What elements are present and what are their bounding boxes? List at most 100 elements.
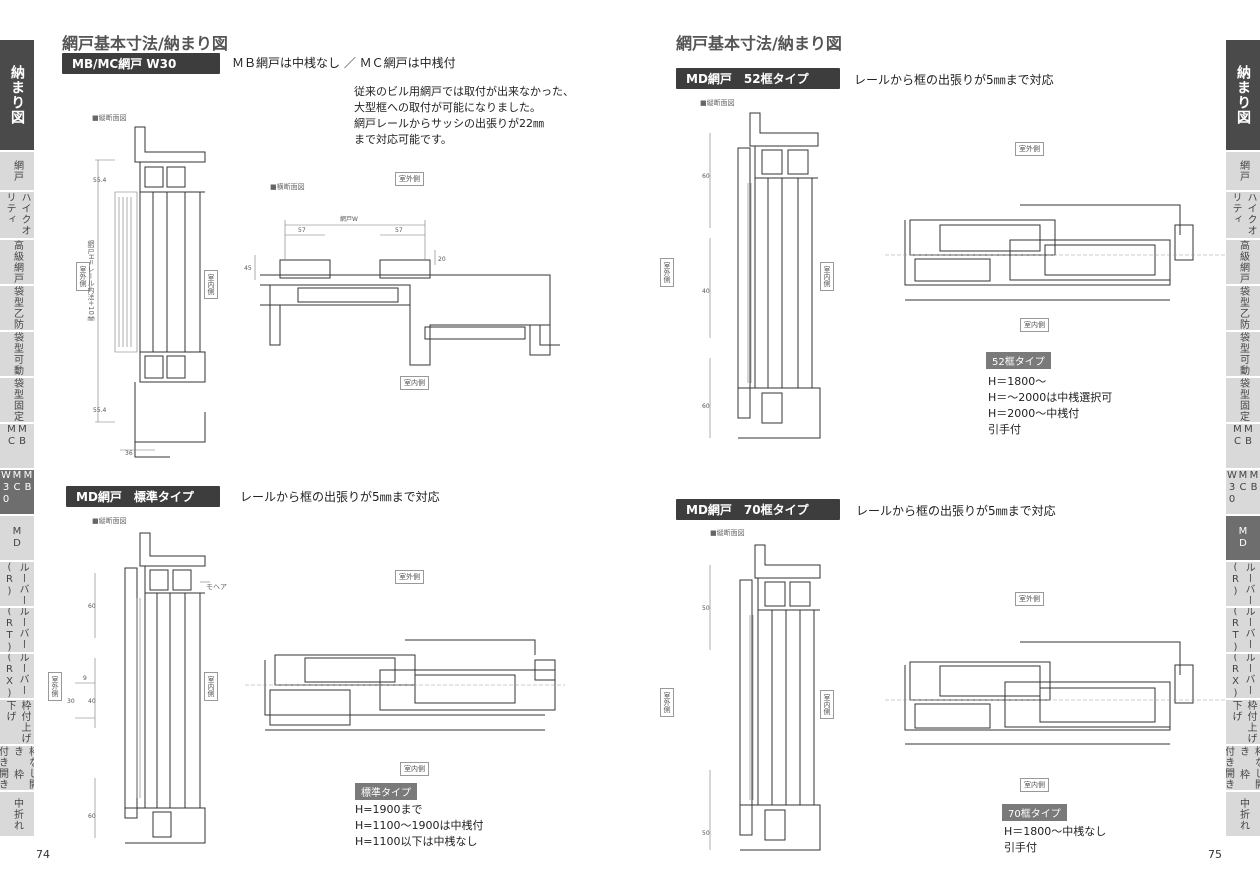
dim-text: 50 [702,605,710,612]
indoor-label: 室内側 [1020,778,1049,792]
spec-item: H＝1800～ [988,375,1047,388]
dim-text: 60 [702,173,710,180]
side-tab[interactable]: 枠付上げ下げ [1226,700,1260,746]
side-tab[interactable]: 納まり図 [1226,40,1260,152]
outdoor-label-vertical: 室外側 [660,688,674,717]
side-tab[interactable]: 袋型可動 [0,332,34,378]
section-note: ＭＢ網戸は中桟なし ／ ＭＣ網戸は中桟付 [232,56,456,70]
dim-text: 60 [88,603,96,610]
dim-text: 40 [88,698,96,705]
vertical-section-drawing-md-52: 60 40 60 [702,108,835,443]
vertical-section-label: ■縦断面図 [710,529,745,537]
side-tab[interactable]: ルーバー(R) [0,562,34,608]
horizontal-section-label: ■横断面図 [270,183,305,191]
spec-item: H=1100以下は中桟なし [355,835,478,848]
side-tab[interactable]: MD [0,516,34,562]
side-tab[interactable]: 枠付上げ下げ [0,700,34,746]
section-bar-md-standard: MD網戸 標準タイプ [66,486,220,507]
side-tab[interactable]: 袋型固定 [1226,378,1260,424]
side-tab[interactable]: 網戸 [1226,152,1260,192]
spec-list: H＝1800～ H＝～2000は中桟選択可 H＝2000～中桟付 引手付 [988,374,1112,438]
side-tab[interactable]: MB MC W30 [1226,470,1260,516]
dim-text: 20 [438,256,446,263]
side-tab[interactable]: 高級網戸 [1226,240,1260,286]
horizontal-section-drawing-md-52 [885,195,1230,305]
side-tab[interactable]: 高級網戸 [0,240,34,286]
spec-item: H=1100～1900は中桟付 [355,819,484,832]
side-tab[interactable]: 袋型可動 [1226,332,1260,378]
paragraph-line: 従来のビル用網戸では取付が出来なかった、 [354,85,574,98]
spec-item: H＝1800～中桟なし [1004,825,1107,838]
dim-text: 60 [88,813,96,820]
paragraph-line: 網戸レールからサッシの出張りが22㎜ [354,117,544,130]
section-note: レールから框の出張りが5㎜まで対応 [854,73,1054,87]
side-tab[interactable]: 袋型固定 [0,378,34,424]
side-tab[interactable]: 納まり図 [0,40,34,152]
indoor-label-vertical: 室内側 [820,262,834,291]
side-tab[interactable]: 袋型乙防 [1226,286,1260,332]
side-tab[interactable]: ルーバー(RT) [1226,608,1260,654]
outdoor-label: 室外側 [395,570,424,584]
side-tab[interactable]: 中折れ [0,792,34,838]
spec-item: H=1900まで [355,803,423,816]
paragraph-line: 大型框への取付が可能になりました。 [354,101,541,114]
indoor-label-vertical: 室内側 [204,270,218,299]
spec-item: H＝～2000は中桟選択可 [988,391,1113,404]
side-tab[interactable]: 網戸 [0,152,34,192]
section-note: レールから框の出張りが5㎜まで対応 [856,504,1056,518]
side-tab[interactable]: ハイクオリティ [1226,192,1260,240]
indoor-label: 室内側 [1020,318,1049,332]
vertical-section-drawing-md-standard: 60 40 60 30 9 [67,528,215,848]
vertical-section-drawing-md-70: 50 50 [702,540,835,855]
indoor-label-vertical: 室内側 [204,672,218,701]
vertical-section-label: ■縦断面図 [92,517,127,525]
side-tab[interactable]: 中折れ [1226,792,1260,838]
indoor-label-vertical: 室内側 [820,690,834,719]
dim-text: 55.4 [93,177,107,184]
paragraph-line: まで対応可能です。 [354,133,452,146]
vertical-section-label: ■縦断面図 [700,99,735,107]
spec-item: 引手付 [988,423,1021,436]
side-tab[interactable]: MB MC W30 [0,470,34,516]
side-tab[interactable]: ルーバー(RX) [0,654,34,700]
side-tab[interactable]: MB MC [1226,424,1260,470]
spec-item: H＝2000～中桟付 [988,407,1080,420]
outdoor-label: 室外側 [395,172,424,186]
side-tab[interactable]: 枠なし開き 枠付き開き [1226,746,1260,792]
spec-list: H＝1800～中桟なし 引手付 [1004,824,1106,856]
type-badge: 標準タイプ [355,783,417,800]
page-title: 網戸基本寸法/納まり図 [62,34,228,53]
outdoor-label-vertical: 室外側 [76,262,90,291]
side-tab[interactable]: ルーバー(R) [1226,562,1260,608]
outdoor-label: 室外側 [1015,592,1044,606]
horizontal-section-drawing-mb: 網戸W 57 57 45 20 [244,215,570,375]
page-number: 74 [36,848,50,861]
side-tab[interactable]: 枠なし開き 枠付き開き [0,746,34,792]
spec-item: 引手付 [1004,841,1037,854]
dim-text: 57 [395,227,403,234]
dim-text: 55.4 [93,407,107,414]
page-number: 75 [1208,848,1222,861]
side-tab[interactable]: ハイクオリティ [0,192,34,240]
side-tab[interactable]: MB MC [0,424,34,470]
dim-text: 30 [67,698,75,705]
page-title: 網戸基本寸法/納まり図 [676,34,842,53]
outdoor-label-vertical: 室外側 [660,258,674,287]
dim-text: 45 [244,265,252,272]
section-bar-md-70: MD網戸 70框タイプ [676,499,840,520]
side-tab[interactable]: 袋型乙防 [0,286,34,332]
horizontal-section-drawing-md-70 [885,630,1230,750]
outdoor-label: 室外側 [1015,142,1044,156]
dim-text: 60 [702,403,710,410]
dim-text: 57 [298,227,306,234]
vertical-section-drawing-mb: 55.4 55.4 36 [93,122,225,462]
type-badge: 52框タイプ [986,352,1051,369]
side-tab[interactable]: ルーバー(RX) [1226,654,1260,700]
indoor-label: 室内側 [400,376,429,390]
type-badge: 70框タイプ [1002,804,1067,821]
side-tab[interactable]: MD [1226,516,1260,562]
side-tab[interactable]: ルーバー(RT) [0,608,34,654]
